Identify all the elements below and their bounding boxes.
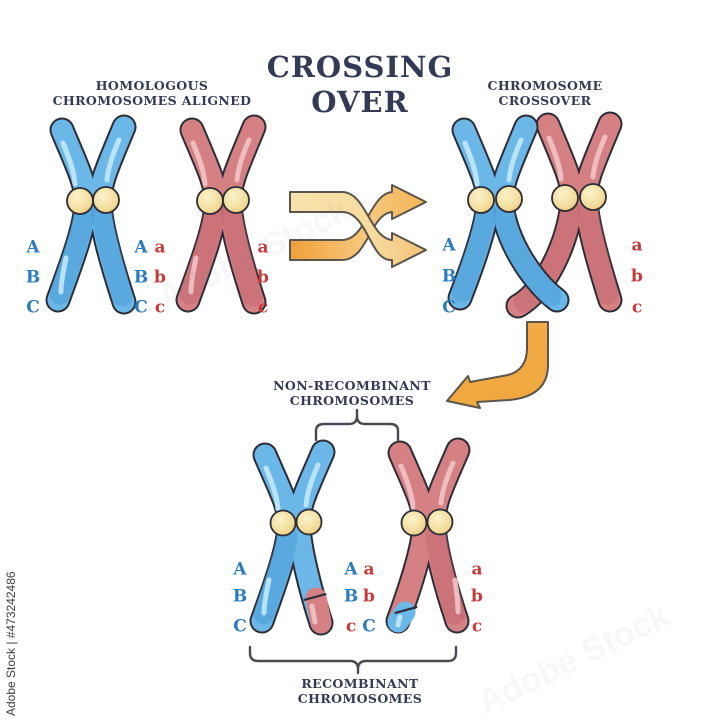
swap-arrow-up [289,184,427,261]
centromere [400,509,428,537]
allele-label: A [134,237,148,258]
allele-label: c [154,297,166,318]
aligned-red-chromosome [175,114,267,315]
centromere [66,187,94,215]
allele-label: B [343,586,359,607]
allele-label: B [441,266,457,287]
centromere [222,186,250,214]
crossover-swap-arrows [289,184,427,268]
allele-label: a [154,237,166,258]
allele-label: a [363,559,375,580]
allele-label: C [134,297,148,318]
nonrecombinant-heading: NON-RECOMBINANT CHROMOSOMES [273,378,431,408]
allele-label: C [362,616,376,637]
allele-label: b [154,267,166,288]
centromere [467,186,495,214]
aligned-heading: HOMOLOGOUS CHROMOSOMES ALIGNED [52,78,252,108]
allele-label: B [25,267,41,288]
centromere [551,184,579,212]
allele-label: b [257,267,269,288]
crossover-heading: CHROMOSOME CROSSOVER [487,78,603,108]
allele-label: C [26,297,40,318]
allele-label: a [631,235,643,256]
aligned-blue-chromosome [45,114,137,315]
allele-label: A [26,237,40,258]
centromere [579,183,607,211]
allele-label: a [471,559,483,580]
allele-label: b [363,586,375,607]
centromere [196,187,224,215]
allele-label: B [232,586,248,607]
allele-label: A [442,235,456,256]
allele-label: A [344,559,358,580]
result-red-chromosome [385,437,471,634]
allele-label: c [345,616,357,637]
allele-label: c [631,297,643,318]
recombinant-bracket [248,645,458,675]
centromere [295,508,323,536]
centromere [495,185,523,213]
allele-label: B [133,267,149,288]
swap-arrow-down [289,191,427,268]
centromere [426,508,454,536]
allele-label: c [257,297,269,318]
recombinant-red-tip [305,587,332,634]
centromere [269,509,297,537]
allele-label: b [471,586,483,607]
recombinant-heading: RECOMBINANT CHROMOSOMES [297,676,423,706]
crossover-blue-chromosome [447,114,570,313]
nonrecombinant-bracket [314,408,400,442]
stock-id-watermark: Adobe Stock | #473242486 [4,571,18,716]
result-blue-chromosome [249,439,336,636]
allele-label: C [233,616,247,637]
allele-label: C [442,297,456,318]
allele-label: b [631,266,643,287]
allele-label: c [471,616,483,637]
allele-label: a [257,237,269,258]
centromere [92,186,120,214]
allele-label: A [233,559,247,580]
result-arrow [446,321,549,409]
crossover-red-chromosome [505,111,623,319]
diagram-title: CROSSING OVER [266,50,454,119]
